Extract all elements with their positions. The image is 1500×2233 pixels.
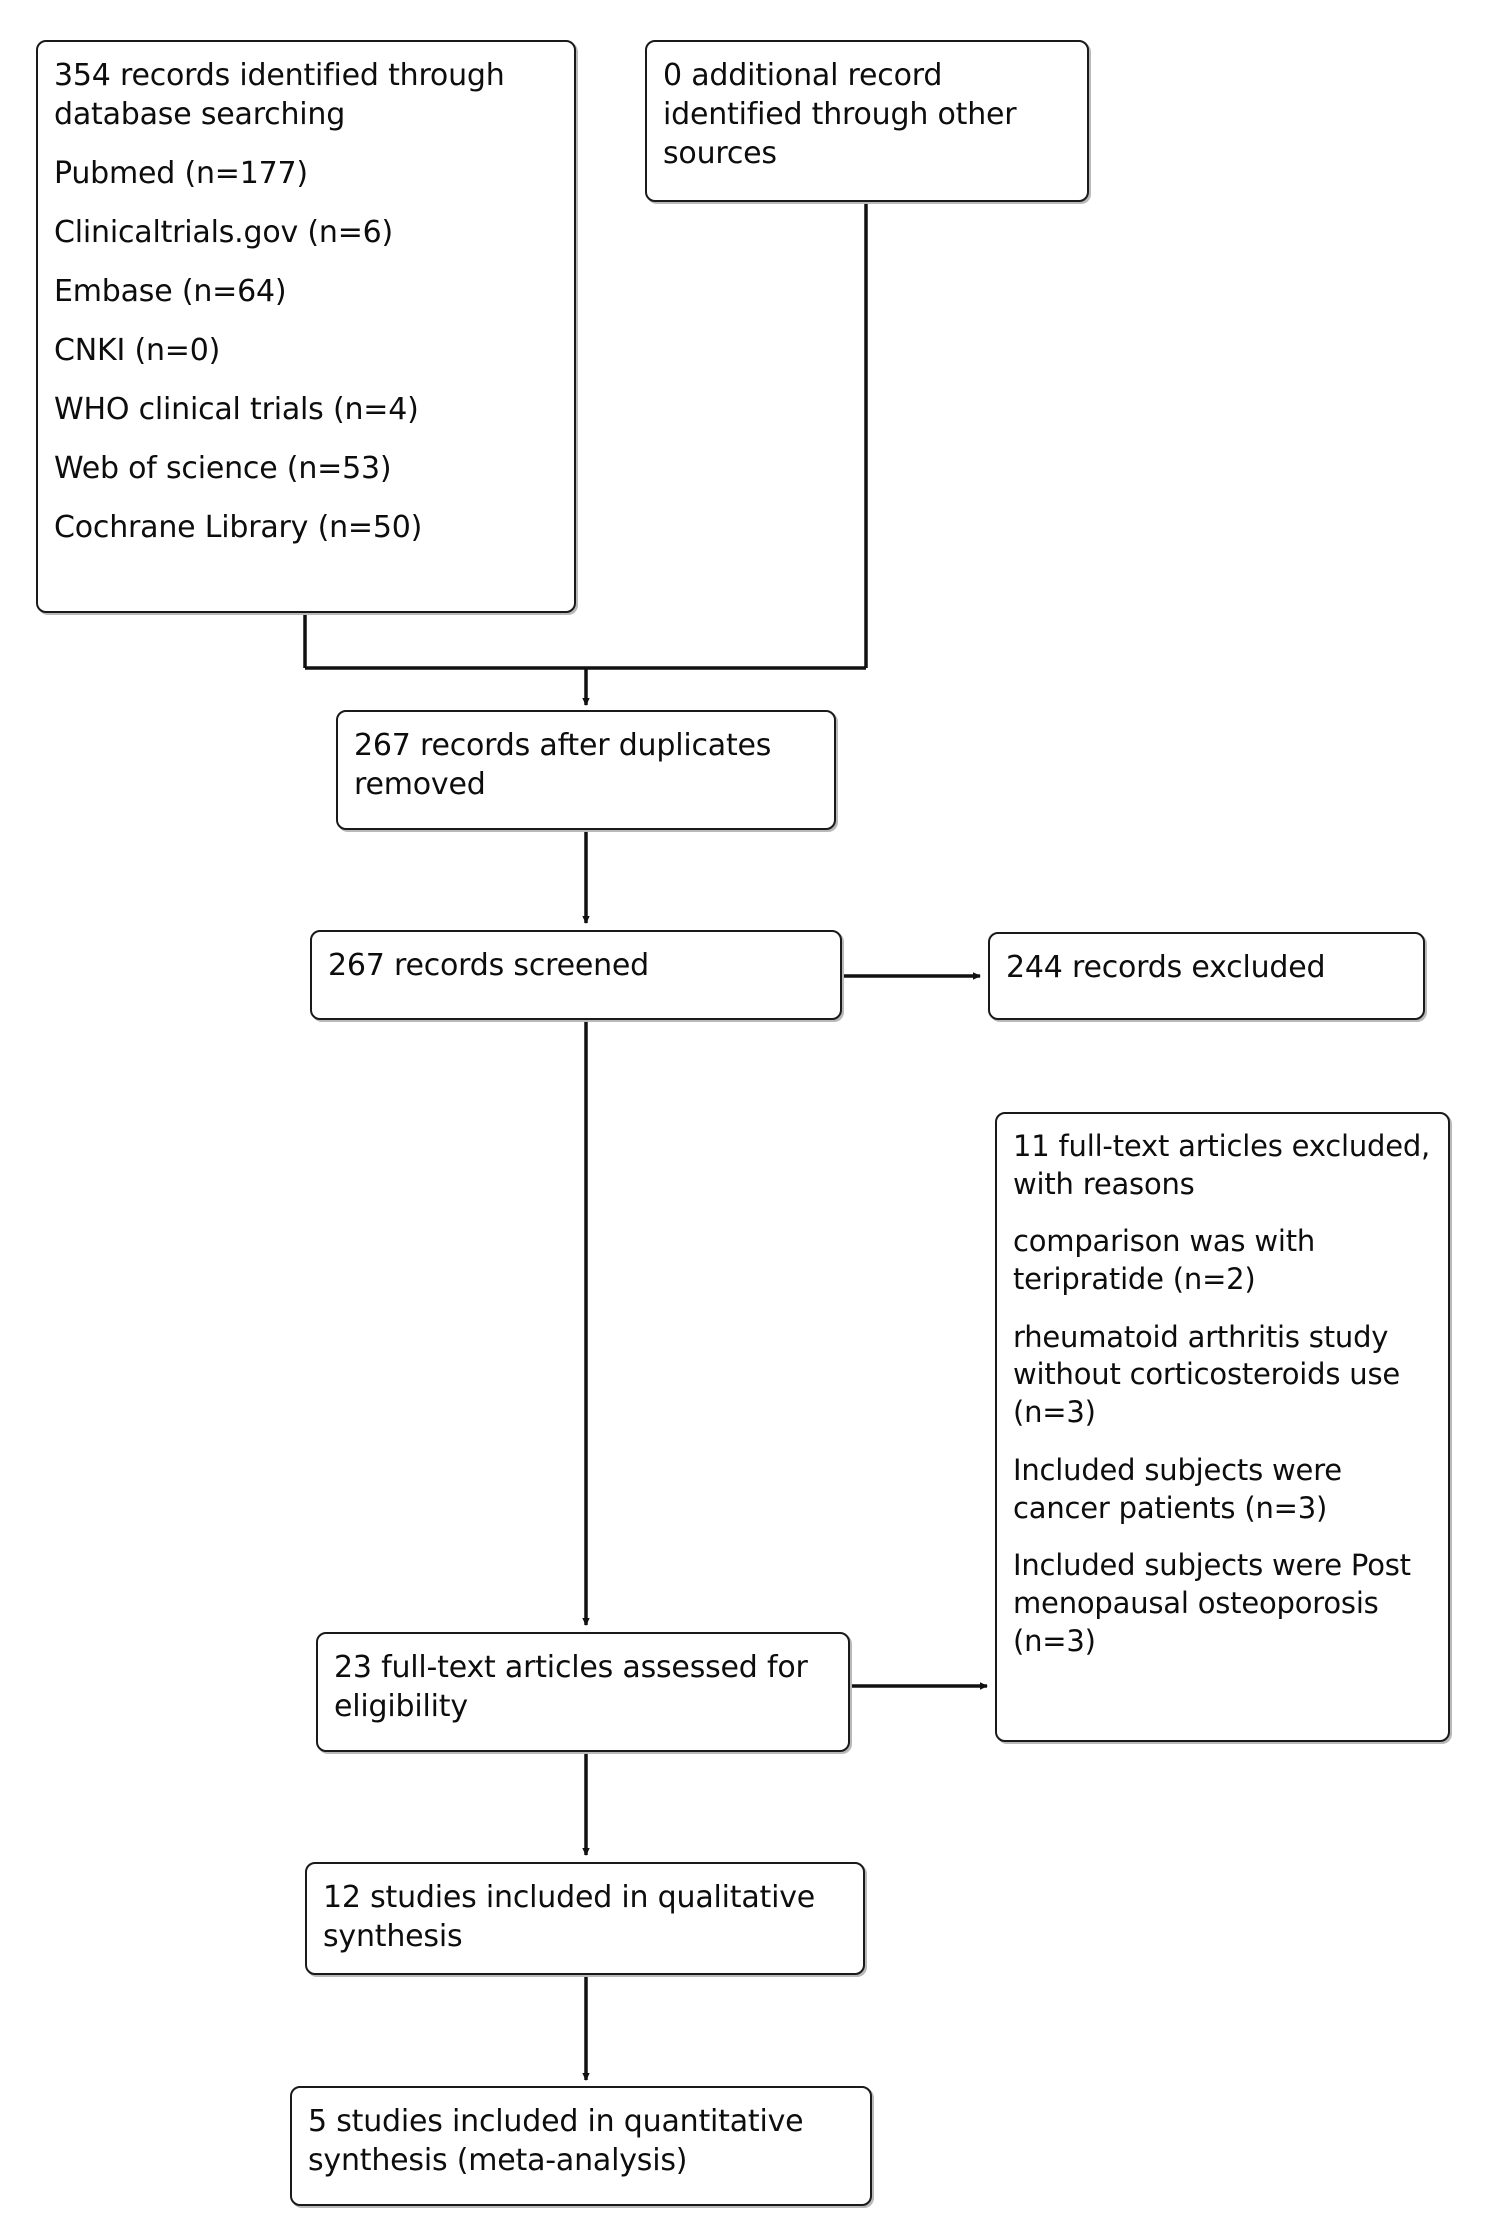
other-sources-line: 0 additional record identified through o…	[663, 58, 1017, 171]
node-records-identified-database: 354 records identified through database …	[36, 40, 576, 613]
db-webofscience-line: Web of science (n=53)	[54, 451, 392, 486]
reason-postmenopausal-line: Included subjects were Post menopausal o…	[1013, 1548, 1411, 1658]
duplicates-removed-line: 267 records after duplicates removed	[354, 728, 772, 802]
node-records-identified-other: 0 additional record identified through o…	[645, 40, 1089, 202]
fulltext-assessed-line: 23 full-text articles assessed for eligi…	[334, 1650, 808, 1724]
db-cnki-line: CNKI (n=0)	[54, 333, 221, 368]
node-duplicates-removed: 267 records after duplicates removed	[336, 710, 836, 830]
reason-cancer-line: Included subjects were cancer patients (…	[1013, 1452, 1342, 1525]
quantitative-synthesis-line: 5 studies included in quantitative synth…	[308, 2104, 804, 2178]
node-records-screened: 267 records screened	[310, 930, 842, 1020]
reason-teripratide-line: comparison was with teripratide (n=2)	[1013, 1224, 1316, 1297]
records-excluded-line: 244 records excluded	[1006, 950, 1326, 985]
node-fulltext-assessed: 23 full-text articles assessed for eligi…	[316, 1632, 850, 1752]
db-total-line: 354 records identified through database …	[54, 58, 505, 132]
db-pubmed-line: Pubmed (n=177)	[54, 156, 308, 191]
node-records-excluded: 244 records excluded	[988, 932, 1425, 1020]
node-fulltext-excluded-reasons: 11 full-text articles excluded, with rea…	[995, 1112, 1450, 1742]
db-who-line: WHO clinical trials (n=4)	[54, 392, 419, 427]
node-qualitative-synthesis: 12 studies included in qualitative synth…	[305, 1862, 865, 1975]
db-clinicaltrials-line: Clinicaltrials.gov (n=6)	[54, 215, 394, 250]
node-quantitative-synthesis: 5 studies included in quantitative synth…	[290, 2086, 872, 2206]
reasons-header-line: 11 full-text articles excluded, with rea…	[1013, 1129, 1431, 1201]
reason-rheumatoid-line: rheumatoid arthritis study without corti…	[1013, 1319, 1401, 1430]
db-embase-line: Embase (n=64)	[54, 274, 287, 309]
records-screened-line: 267 records screened	[328, 948, 650, 983]
db-cochrane-line: Cochrane Library (n=50)	[54, 510, 423, 545]
qualitative-synthesis-line: 12 studies included in qualitative synth…	[323, 1880, 816, 1954]
